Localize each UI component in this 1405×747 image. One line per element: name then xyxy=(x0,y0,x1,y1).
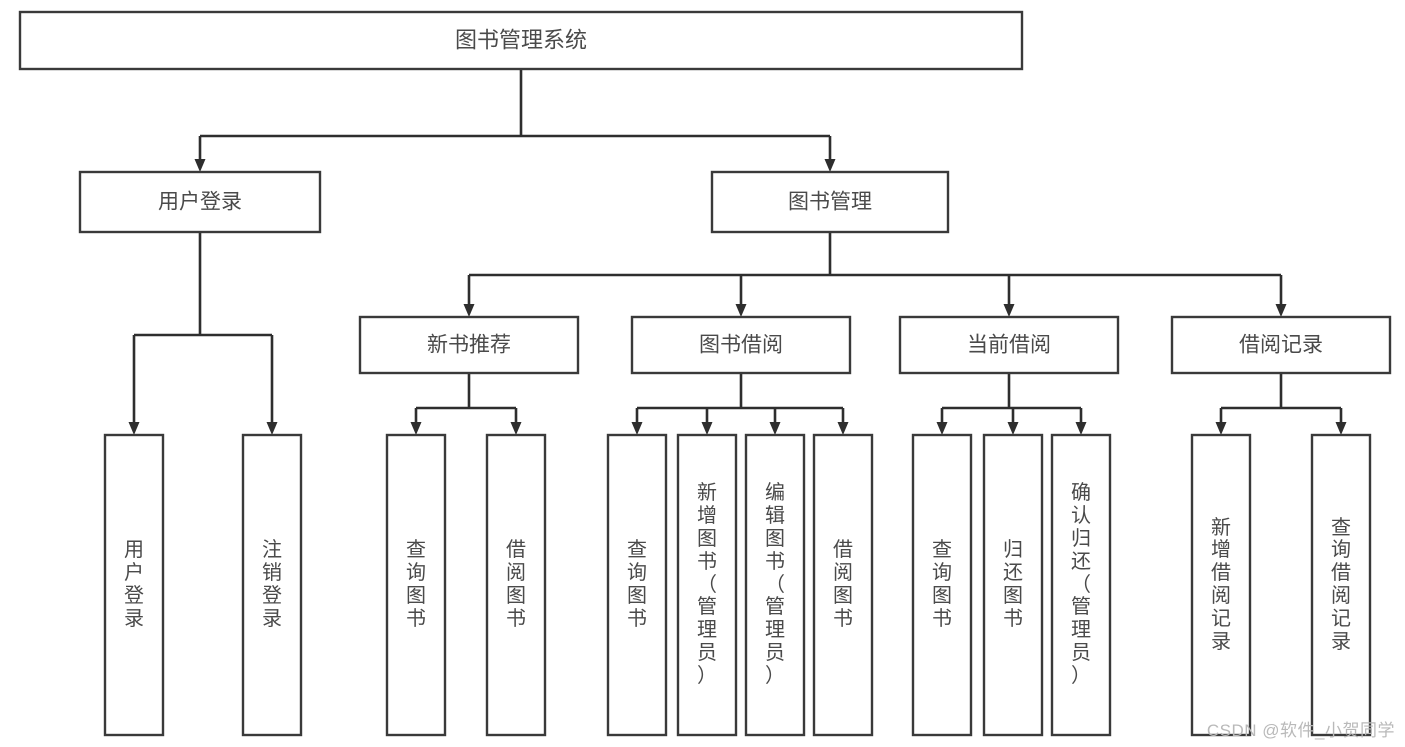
connector-group-root xyxy=(194,69,836,172)
node-root-图书管理系统-rect xyxy=(18,10,1024,71)
leaf-node-leaf-return-book[interactable] xyxy=(982,433,1044,737)
arrow-head-icon xyxy=(837,422,849,435)
leaf-node-leaf-query-book-2-rect xyxy=(606,433,668,737)
arrow-head-icon xyxy=(510,422,522,435)
node-book-manage-label: 图书管理 xyxy=(788,191,872,214)
node-book-borrow-rect xyxy=(630,315,852,375)
node-book-borrow[interactable]: 图书借阅 xyxy=(630,315,852,375)
node-user-login-label: 用户登录 xyxy=(158,191,242,214)
leaf-node-leaf-query-loan-record-rect xyxy=(1310,433,1372,737)
arrow-head-icon xyxy=(631,422,643,435)
connector-group-user-login xyxy=(128,232,278,435)
connector-group-loan-record xyxy=(1215,373,1347,435)
arrow-head-icon xyxy=(936,422,948,435)
leaf-node-leaf-return-book-rect xyxy=(982,433,1044,737)
arrow-head-icon xyxy=(410,422,422,435)
arrow-head-icon xyxy=(1275,304,1287,317)
node-loan-record-rect xyxy=(1170,315,1392,375)
leaf-node-leaf-borrow-book-1[interactable] xyxy=(485,433,547,737)
leaf-node-leaf-borrow-book-2[interactable] xyxy=(812,433,874,737)
node-book-manage-rect xyxy=(710,170,950,234)
leaf-node-leaf-add-loan-record[interactable] xyxy=(1190,433,1252,737)
arrow-head-icon xyxy=(769,422,781,435)
leaf-node-leaf-user-login[interactable] xyxy=(103,433,165,737)
arrow-head-icon xyxy=(1003,304,1015,317)
node-current-loan[interactable]: 当前借阅 xyxy=(898,315,1120,375)
arrow-head-icon xyxy=(463,304,475,317)
watermark-text: CSDN @软件_小贺同学 xyxy=(1206,721,1395,740)
leaf-node-leaf-query-book-1[interactable] xyxy=(385,433,447,737)
arrow-head-icon xyxy=(1215,422,1227,435)
leaf-node-leaf-query-book-3-rect xyxy=(911,433,973,737)
leaf-node-leaf-user-logout-rect xyxy=(241,433,303,737)
leaf-node-leaf-add-book-admin[interactable] xyxy=(676,433,738,737)
leaf-node-leaf-add-loan-record-rect xyxy=(1190,433,1252,737)
arrow-head-icon xyxy=(824,159,836,172)
leaf-node-leaf-edit-book-admin[interactable] xyxy=(744,433,806,737)
leaf-node-leaf-borrow-book-1-rect xyxy=(485,433,547,737)
arrow-head-icon xyxy=(1007,422,1019,435)
node-book-borrow-label: 图书借阅 xyxy=(699,334,783,357)
connector-group-new-book-rec xyxy=(410,373,522,435)
leaf-node-leaf-confirm-return-rect xyxy=(1050,433,1112,737)
connector-group-book-manage xyxy=(463,232,1287,317)
arrow-head-icon xyxy=(266,422,278,435)
connector-group-book-borrow xyxy=(631,373,849,435)
node-root-图书管理系统-label: 图书管理系统 xyxy=(455,27,587,52)
node-loan-record-label: 借阅记录 xyxy=(1239,334,1323,357)
leaf-node-leaf-query-loan-record[interactable] xyxy=(1310,433,1372,737)
leaf-node-leaf-add-book-admin-rect xyxy=(676,433,738,737)
node-current-loan-label: 当前借阅 xyxy=(967,334,1051,357)
arrow-head-icon xyxy=(1075,422,1087,435)
node-new-book-rec[interactable]: 新书推荐 xyxy=(358,315,580,375)
leaf-node-leaf-borrow-book-2-rect xyxy=(812,433,874,737)
leaf-node-leaf-user-login-rect xyxy=(103,433,165,737)
node-current-loan-rect xyxy=(898,315,1120,375)
leaf-node-leaf-query-book-3[interactable] xyxy=(911,433,973,737)
leaf-node-leaf-confirm-return[interactable] xyxy=(1050,433,1112,737)
leaf-node-leaf-user-logout[interactable] xyxy=(241,433,303,737)
node-loan-record[interactable]: 借阅记录 xyxy=(1170,315,1392,375)
arrow-head-icon xyxy=(701,422,713,435)
connector-layer xyxy=(128,69,1347,435)
connector-group-current-loan xyxy=(936,373,1087,435)
node-new-book-rec-label: 新书推荐 xyxy=(427,334,511,357)
node-user-login[interactable]: 用户登录 xyxy=(78,170,322,234)
leaf-node-leaf-edit-book-admin-rect xyxy=(744,433,806,737)
node-new-book-rec-rect xyxy=(358,315,580,375)
leaf-node-leaf-query-book-1-rect xyxy=(385,433,447,737)
leaf-node-leaf-query-book-2[interactable] xyxy=(606,433,668,737)
arrow-head-icon xyxy=(194,159,206,172)
arrow-head-icon xyxy=(1335,422,1347,435)
node-book-manage[interactable]: 图书管理 xyxy=(710,170,950,234)
arrow-head-icon xyxy=(735,304,747,317)
node-root-图书管理系统[interactable]: 图书管理系统 xyxy=(18,10,1024,71)
node-user-login-rect xyxy=(78,170,322,234)
arrow-head-icon xyxy=(128,422,140,435)
